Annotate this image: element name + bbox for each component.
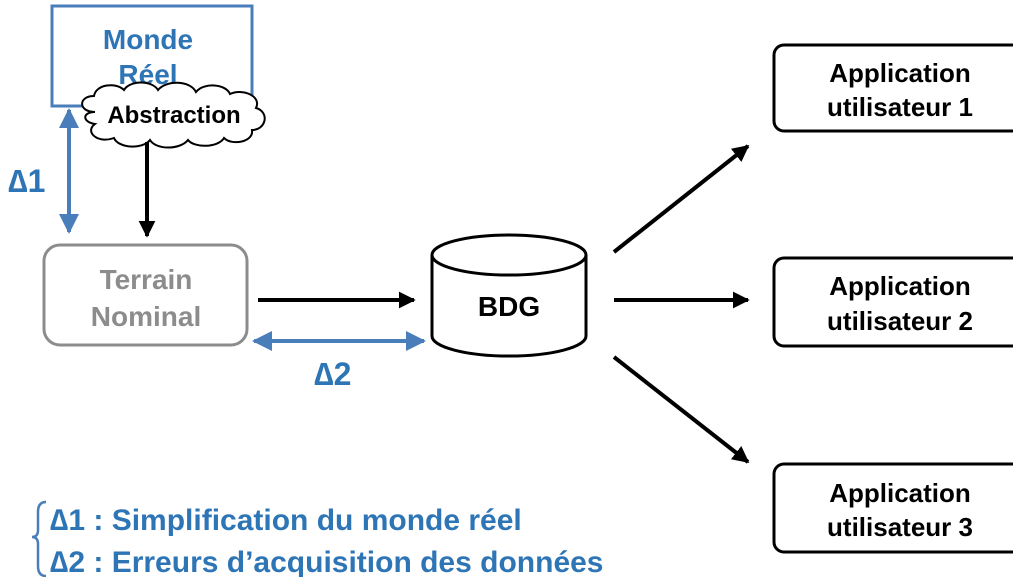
app-box-3 (772, 462, 1013, 554)
legend-bracket (31, 500, 47, 577)
legend: ∆1 : Simplification du monde réel ∆2 : E… (31, 500, 604, 577)
bdg-to-app1-arrow (612, 144, 750, 254)
app2-line1: Application (829, 271, 971, 301)
abstraction-label: Abstraction (107, 102, 240, 129)
terrain-line2: Nominal (91, 301, 201, 332)
app3-line2: utilisateur 3 (827, 512, 973, 542)
app-node-1: Application utilisateur 1 (772, 43, 1013, 133)
legend-item-1: ∆1 : Simplification du monde réel (50, 504, 522, 537)
app2-line2: utilisateur 2 (827, 306, 973, 336)
cloud-shape (81, 81, 266, 149)
bdg-label: BDG (478, 291, 540, 322)
app1-line1: Application (829, 58, 971, 88)
legend-item-2: ∆2 : Erreurs d’acquisition des données (50, 546, 604, 577)
app1-line2: utilisateur 1 (827, 92, 973, 122)
app-node-2: Application utilisateur 2 (772, 256, 1013, 348)
app-box-1 (772, 43, 1013, 133)
terrain-nominal-node: Terrain Nominal (42, 243, 249, 347)
app3-line1: Application (829, 478, 971, 508)
bdg-cylinder-top (430, 233, 588, 277)
abstraction-cloud: Abstraction (81, 81, 266, 149)
bdg-database: BDG (430, 233, 588, 358)
app-node-3: Application utilisateur 3 (772, 462, 1013, 554)
bdg-to-app3-arrow (612, 355, 750, 464)
terrain-nominal-box (42, 243, 249, 347)
bdg-cylinder-body (430, 255, 588, 358)
delta2-label: ∆2 (314, 356, 351, 392)
delta1-label: ∆1 (8, 163, 45, 199)
app-box-2 (772, 256, 1013, 348)
monde-reel-line1: Monde (103, 24, 193, 55)
terrain-line1: Terrain (100, 264, 193, 295)
